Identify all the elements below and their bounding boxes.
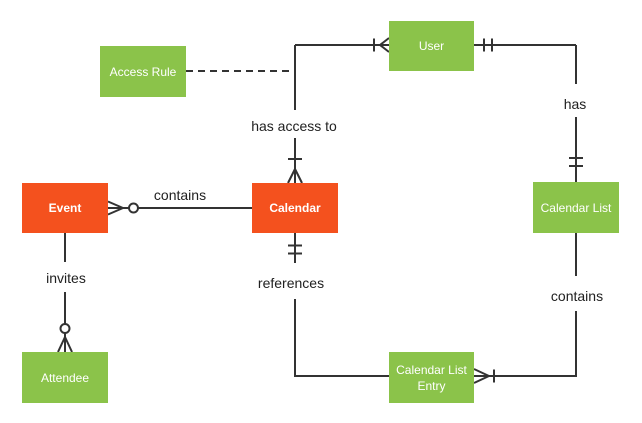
relationship-label-references: references — [257, 275, 325, 291]
entity-calendar[interactable]: Calendar — [252, 183, 338, 233]
exactly-one-ticks-icon — [483, 38, 493, 52]
connector-event-invites-attendee — [57, 233, 73, 353]
zero-circle-icon — [128, 202, 139, 214]
connector-event-contains-calendar — [107, 200, 252, 216]
crows-foot-many-icon — [379, 37, 390, 53]
connector-calendar-references-entry — [288, 233, 389, 377]
exactly-one-ticks-icon — [569, 157, 583, 167]
entity-attendee[interactable]: Attendee — [22, 352, 108, 403]
crows-foot-many-icon — [57, 336, 73, 353]
relationship-label-invites: invites — [46, 270, 86, 286]
relationship-label-contains-event-calendar: contains — [153, 187, 207, 203]
entity-user[interactable]: User — [389, 21, 474, 71]
connector-calendar-list-contains-entry — [473, 233, 577, 384]
entity-access-rule[interactable]: Access Rule — [100, 46, 186, 97]
crows-foot-many-icon — [473, 368, 490, 384]
exactly-one-ticks-icon — [288, 244, 302, 255]
entity-event[interactable]: Event — [22, 183, 108, 233]
crows-foot-many-icon — [287, 168, 303, 184]
connector-user-has-calendar-list — [474, 38, 583, 182]
relationship-label-has: has — [563, 96, 587, 112]
connector-calendar-has-access-to-user — [287, 37, 390, 184]
entity-calendar-list-entry[interactable]: Calendar List Entry — [389, 352, 474, 403]
zero-circle-icon — [59, 323, 71, 334]
entity-calendar-list[interactable]: Calendar List — [533, 182, 619, 233]
crows-foot-many-icon — [107, 200, 124, 216]
relationship-label-contains-calendar-list: contains — [550, 288, 604, 304]
relationship-label-has-access-to: has access to — [251, 118, 337, 134]
